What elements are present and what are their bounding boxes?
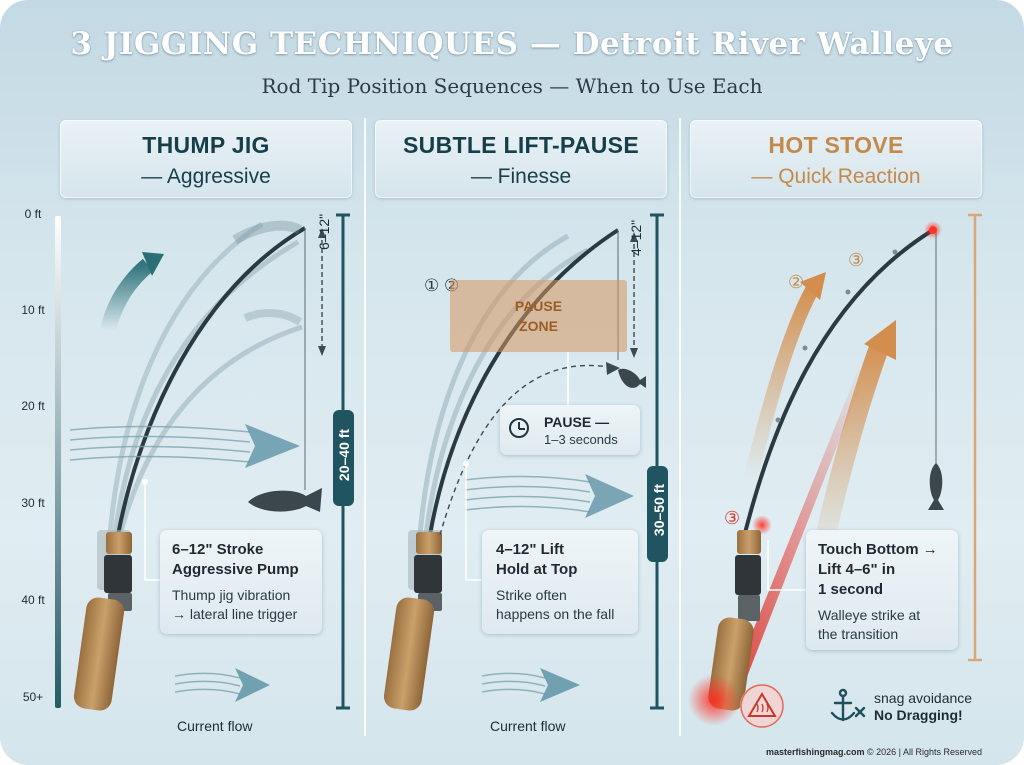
pause-title: PAUSE — xyxy=(544,414,610,430)
thump-callout-desc-2: → lateral line trigger xyxy=(172,606,298,622)
lift-pause-callout: 4–12" Lift Hold at Top Strike often happ… xyxy=(482,530,638,634)
thump-current-label: Current flow xyxy=(177,718,253,734)
lift-current-label: Current flow xyxy=(490,718,566,734)
main-title: 3 JIGGING TECHNIQUES — Detroit River Wal… xyxy=(70,26,954,62)
depth-label-20: 20 ft xyxy=(21,399,45,413)
hot-stove-callout: Touch Bottom → Lift 4–6" in 1 second Wal… xyxy=(806,530,958,650)
hot-stove-title: HOT STOVE xyxy=(768,132,904,158)
lift-depth-range: 30–50 ft xyxy=(651,483,667,537)
hot-stove-step-3-top: ③ xyxy=(848,250,865,270)
lift-pause-subtitle: — Finesse xyxy=(470,165,572,188)
depth-label-0: 0 ft xyxy=(24,207,42,221)
thump-stroke-label: 6–12" xyxy=(316,213,332,250)
stove-callout-desc-1: Walleye strike at xyxy=(818,607,921,623)
pause-zone: PAUSE ZONE xyxy=(450,280,627,352)
footer-site: masterfishingmag.com xyxy=(765,747,865,757)
hot-stove-warning-icon xyxy=(740,684,784,728)
lift-pause-illustration xyxy=(383,213,668,711)
pause-zone-line-2: ZONE xyxy=(519,318,558,334)
column-divider-1 xyxy=(364,118,366,736)
lift-callout-title-2: Hold at Top xyxy=(496,561,578,578)
hot-stove-subtitle: — Quick Reaction xyxy=(751,165,921,188)
thump-jig-callout: 6–12" Stroke Aggressive Pump Thump jig v… xyxy=(160,530,322,634)
hot-stove-step-3-bottom: ③ xyxy=(724,508,741,528)
depth-label-30: 30 ft xyxy=(21,496,45,510)
lift-pause-title: SUBTLE LIFT-PAUSE xyxy=(403,132,639,158)
lift-pause-header: SUBTLE LIFT-PAUSE — Finesse xyxy=(375,120,667,198)
lift-pause-step-1: ① xyxy=(424,276,440,295)
thump-jig-illustration xyxy=(69,213,354,711)
depth-label-50: 50+ xyxy=(22,690,44,704)
thump-callout-title-2: Aggressive Pump xyxy=(172,561,299,578)
footer-rights: © 2026 | All Rights Reserved xyxy=(864,747,982,757)
depth-gradient-bar xyxy=(55,216,61,708)
pause-duration-box: PAUSE — 1–3 seconds xyxy=(500,405,640,455)
lift-stroke-label: 4–12" xyxy=(628,219,644,256)
no-dragging-label: No Dragging! xyxy=(874,707,963,723)
lift-callout-title-1: 4–12" Lift xyxy=(496,541,564,558)
main-subtitle: Rod Tip Position Sequences — When to Use… xyxy=(261,74,763,98)
thump-jig-subtitle: — Aggressive xyxy=(141,165,271,188)
stove-callout-title-1: Touch Bottom → xyxy=(818,541,938,558)
thump-callout-title-1: 6–12" Stroke xyxy=(172,541,264,558)
lift-callout-desc-1: Strike often xyxy=(496,587,567,603)
hot-stove-header: HOT STOVE — Quick Reaction xyxy=(690,120,982,198)
anchor-icon xyxy=(830,688,866,722)
copyright-footer: masterfishingmag.com © 2026 | All Rights… xyxy=(766,747,982,757)
hot-stove-step-2: ② xyxy=(788,272,805,292)
column-divider-2 xyxy=(679,118,681,736)
depth-label-40: 40 ft xyxy=(21,593,45,607)
thump-depth-range: 20–40 ft xyxy=(336,428,352,482)
thump-callout-desc-1: Thump jig vibration xyxy=(172,587,291,603)
thump-jig-header: THUMP JIG — Aggressive xyxy=(60,120,352,198)
stove-callout-title-3: 1 second xyxy=(818,581,884,598)
pause-zone-line-1: PAUSE xyxy=(514,298,563,314)
lift-callout-desc-2: happens on the fall xyxy=(496,606,615,622)
thump-jig-title: THUMP JIG xyxy=(142,132,270,158)
hot-stove-illustration xyxy=(688,213,982,728)
pause-duration: 1–3 seconds xyxy=(544,432,618,447)
stove-callout-desc-2: the transition xyxy=(818,626,899,642)
snag-avoidance-label: snag avoidance xyxy=(874,690,973,706)
stove-callout-title-2: Lift 4–6" in xyxy=(818,561,896,578)
depth-label-10: 10 ft xyxy=(21,303,45,317)
clock-icon xyxy=(509,418,529,438)
